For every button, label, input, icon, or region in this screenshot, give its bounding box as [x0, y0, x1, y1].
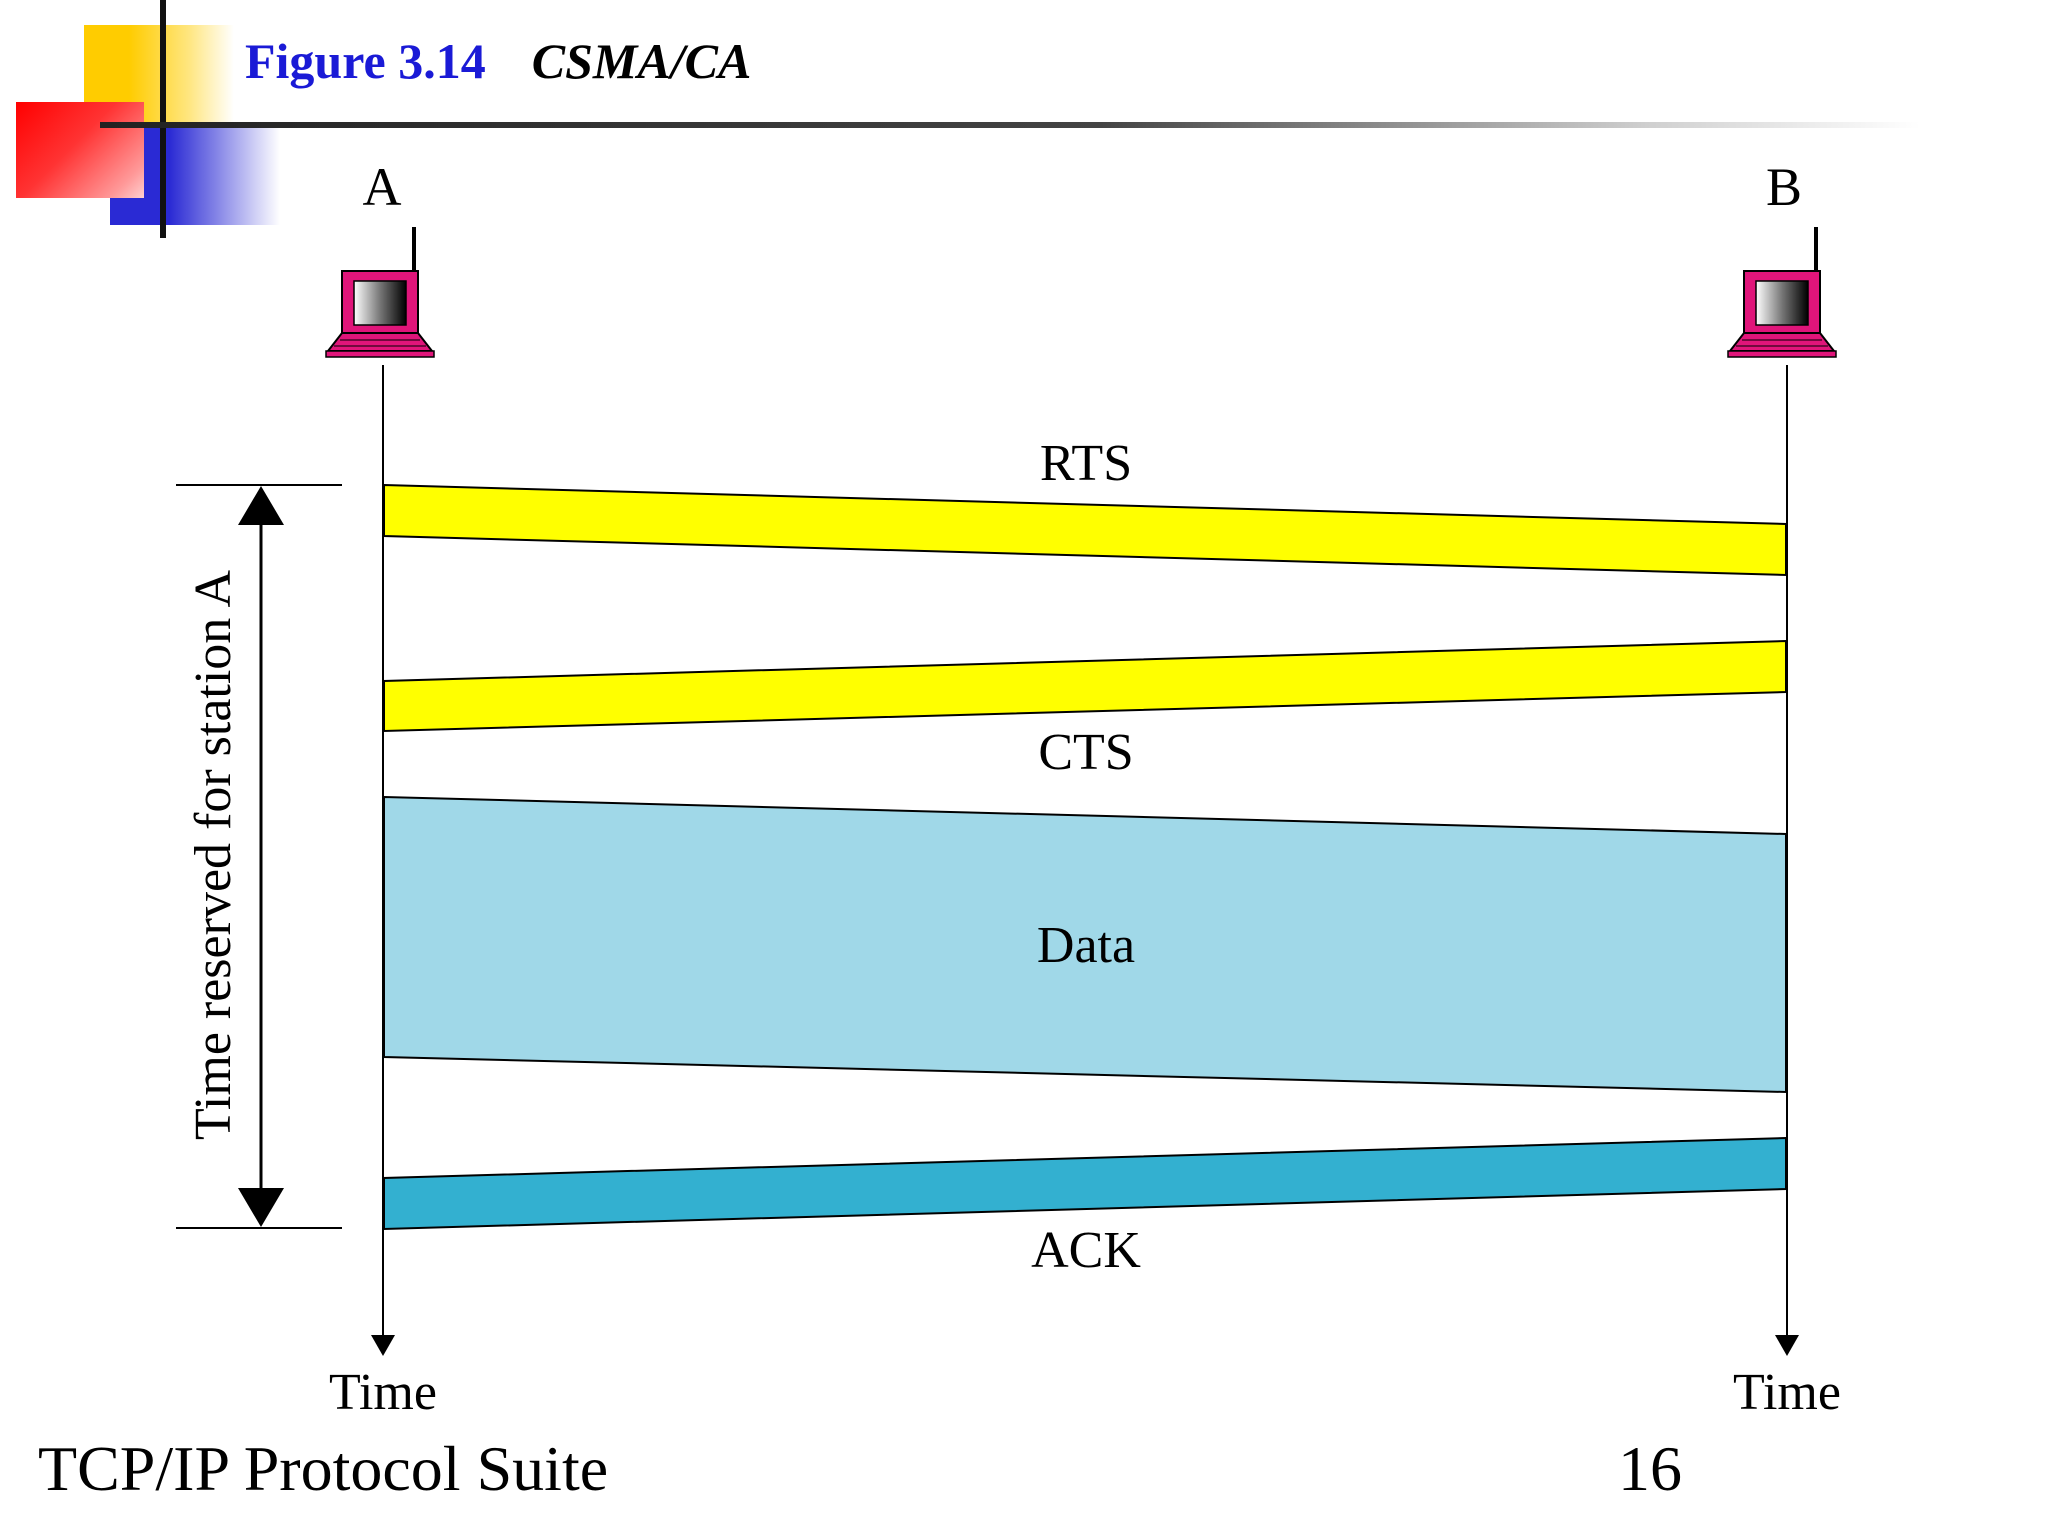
reserved-arrow-down [238, 1188, 284, 1227]
figure-name: CSMA/CA [531, 33, 752, 89]
data-label: Data [1037, 917, 1135, 974]
corner-red-block [16, 102, 144, 198]
rts-frame [383, 483, 1787, 577]
station-a-label: A [363, 157, 402, 217]
reserved-time-label: Time reserved for station A [185, 570, 242, 1140]
computer-icon [325, 227, 435, 358]
rts-label: RTS [1040, 435, 1132, 492]
figure-number: Figure 3.14 [245, 33, 486, 89]
cts-label: CTS [1038, 724, 1133, 781]
data-frame [383, 795, 1787, 1094]
time-label-b: Time [1733, 1364, 1841, 1421]
ack-frame [383, 1136, 1787, 1231]
station-b-label: B [1766, 157, 1802, 217]
corner-vertical-line [160, 0, 166, 238]
computer-icon [1727, 227, 1837, 358]
figure-title: Figure 3.14 CSMA/CA [245, 32, 751, 90]
title-rule [100, 122, 1920, 128]
timeline-b-arrowhead [1775, 1335, 1799, 1356]
cts-frame [383, 639, 1787, 733]
footer-title: TCP/IP Protocol Suite [38, 1433, 609, 1504]
ack-label: ACK [1031, 1222, 1141, 1279]
reserved-arrow-up [238, 486, 284, 525]
timeline-a-arrowhead [371, 1335, 395, 1356]
time-label-a: Time [329, 1364, 437, 1421]
page-number: 16 [1618, 1433, 1682, 1504]
